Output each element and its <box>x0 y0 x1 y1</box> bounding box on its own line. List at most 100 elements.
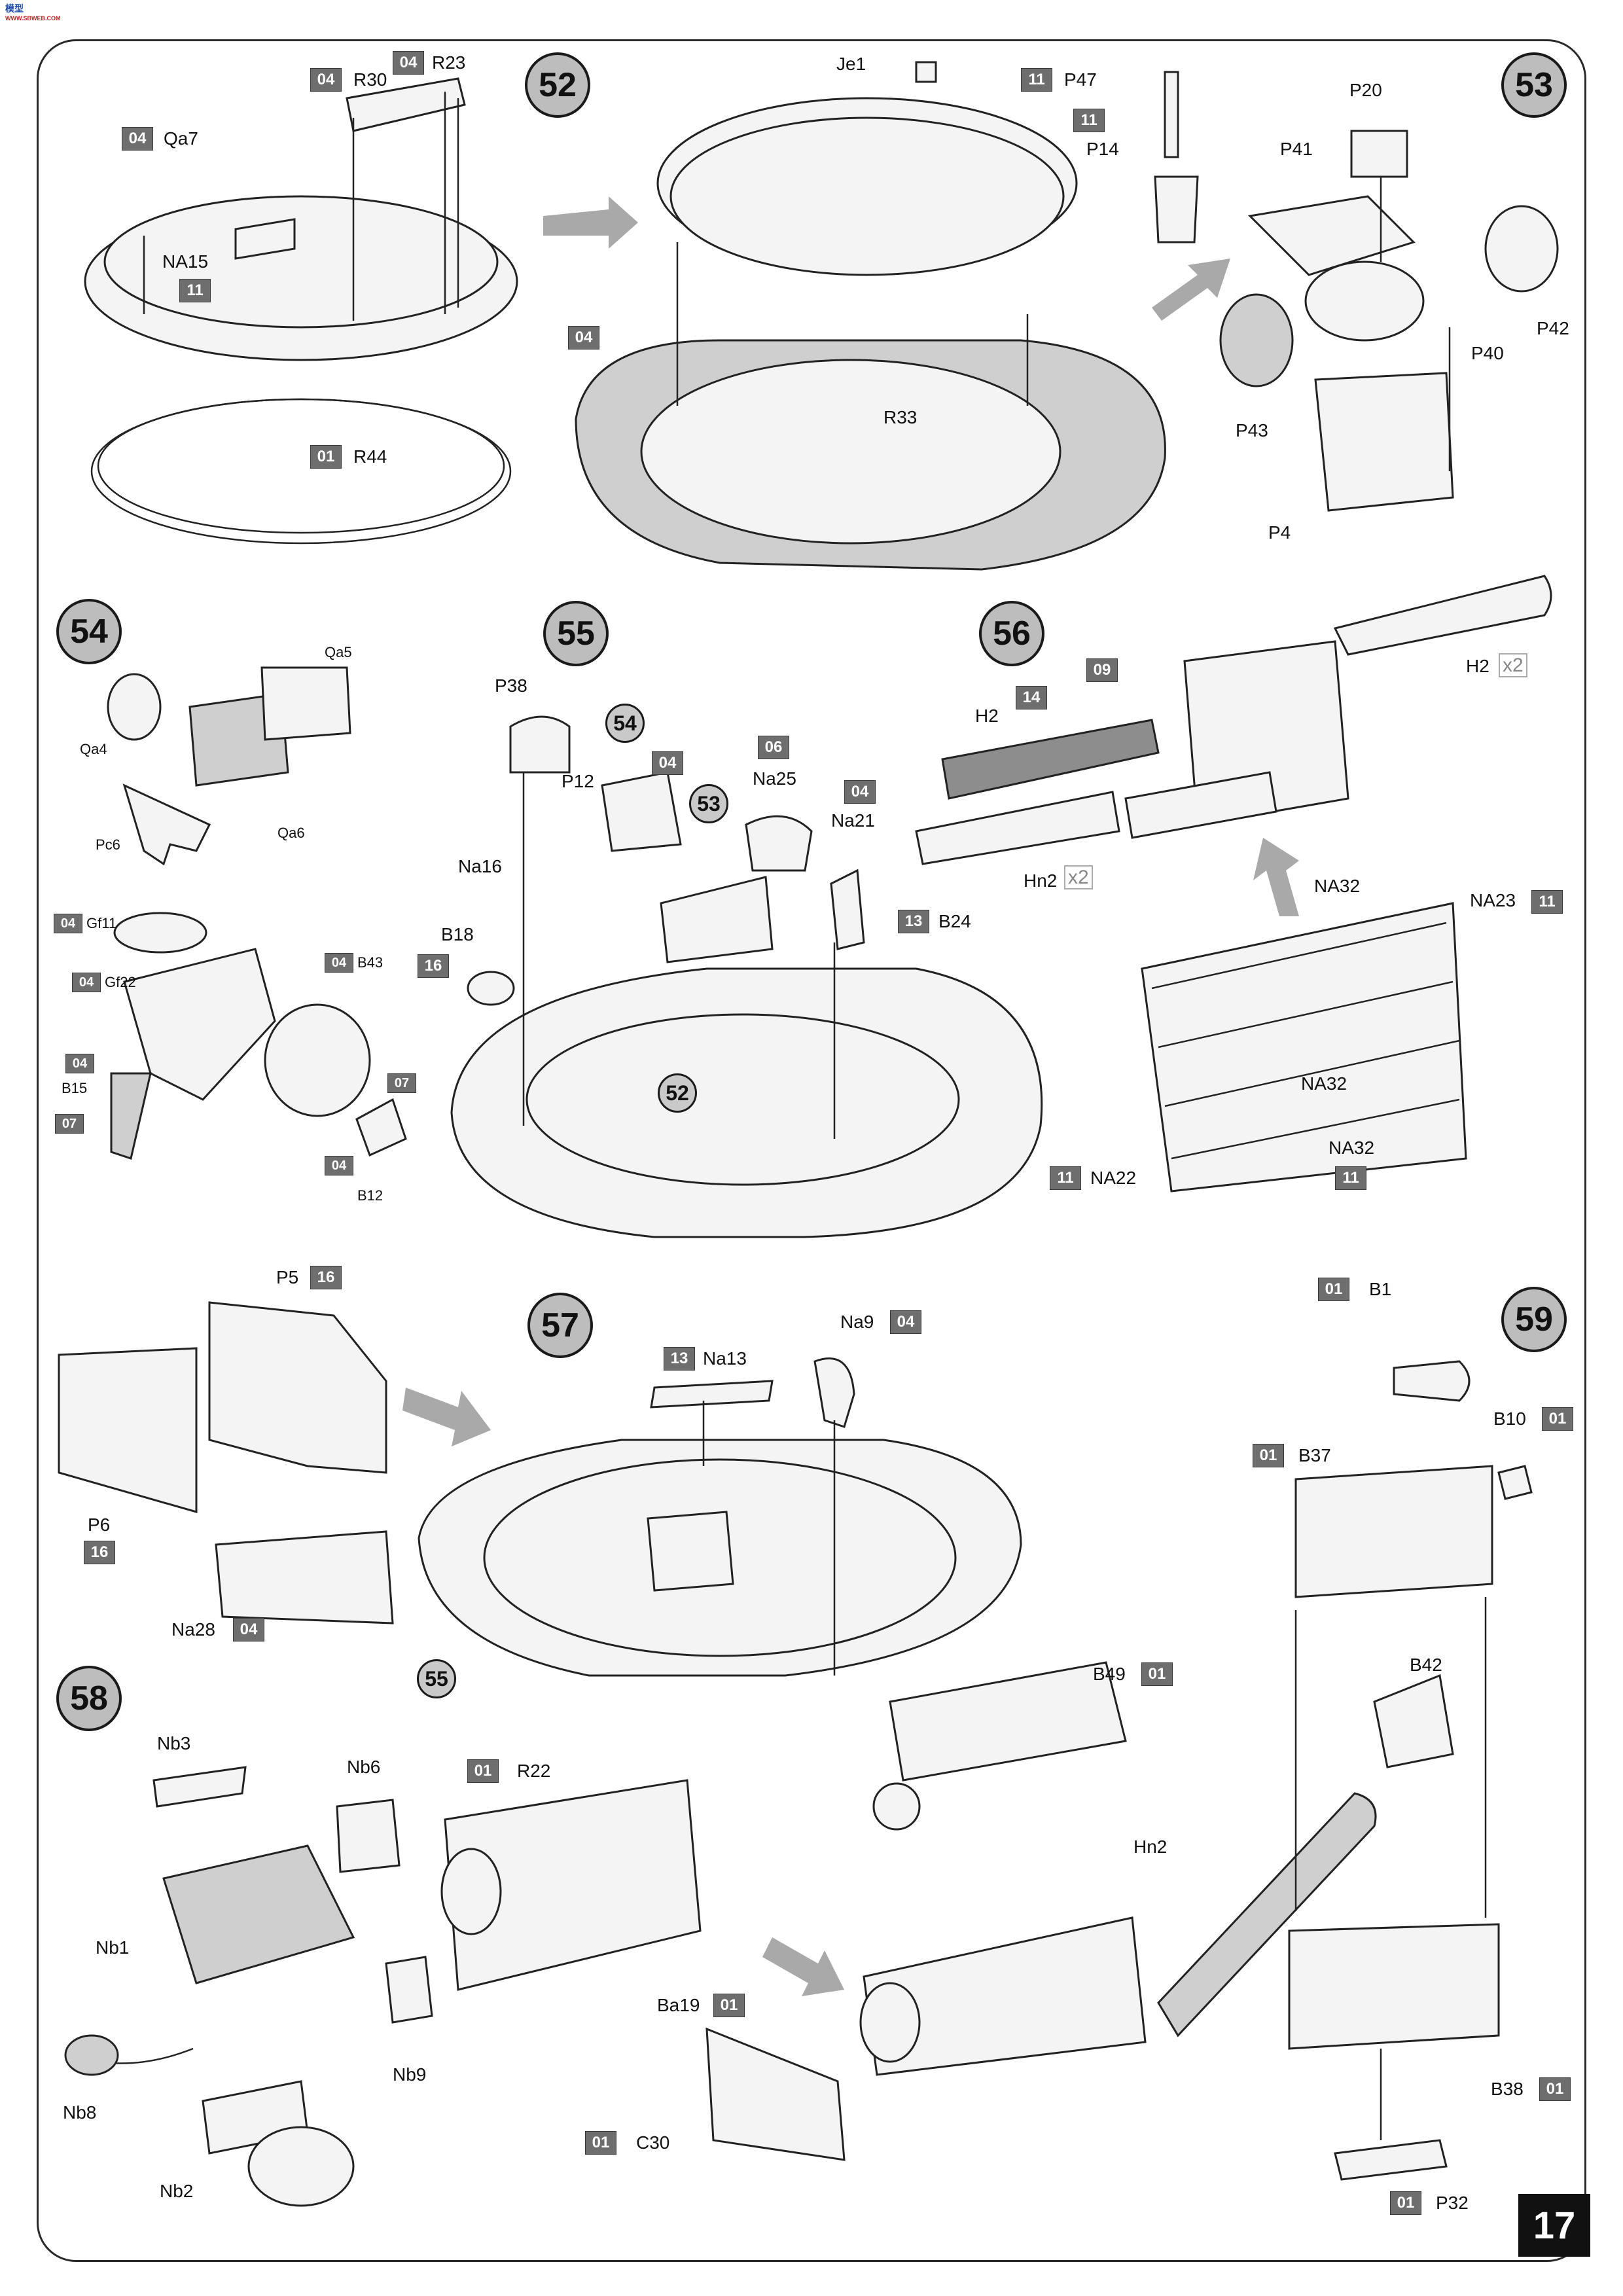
paint-chip-04: 04 <box>844 780 876 804</box>
paint-chip-13: 13 <box>664 1347 695 1371</box>
part-label-NA32: NA32 <box>1314 876 1361 896</box>
step53-sight-assembly <box>1219 130 1559 512</box>
paint-chip-07: 07 <box>55 1114 84 1134</box>
paint-chip-11: 11 <box>1021 68 1052 92</box>
part-label-P38: P38 <box>495 675 527 696</box>
part-label-C30: C30 <box>636 2132 670 2153</box>
part-label-B12: B12 <box>357 1187 383 1204</box>
paint-chip-01: 01 <box>713 1994 745 2017</box>
step58-ammo-bin <box>440 1779 846 2161</box>
paint-chip-04: 04 <box>233 1618 264 1641</box>
ref-badge-53: 53 <box>689 784 728 823</box>
paint-chip-04: 04 <box>890 1310 921 1334</box>
part-label-Na21: Na21 <box>831 810 875 831</box>
part-label-Nb8: Nb8 <box>63 2102 97 2123</box>
paint-chip-14: 14 <box>1016 686 1047 709</box>
part-label-Nb9: Nb9 <box>393 2064 427 2085</box>
part-label-NA23: NA23 <box>1470 890 1516 910</box>
paint-chip-04: 04 <box>72 973 101 992</box>
part-label-Nb3: Nb3 <box>157 1733 191 1753</box>
step55-turret-floor <box>450 715 1043 1238</box>
part-label-P5: P5 <box>276 1267 299 1287</box>
paint-chip-01: 01 <box>1542 1407 1573 1431</box>
part-label-Qa4: Qa4 <box>80 741 107 757</box>
paint-chip-07: 07 <box>387 1073 416 1093</box>
part-label-P42: P42 <box>1537 318 1569 338</box>
part-label-B38: B38 <box>1491 2079 1524 2099</box>
paint-chip-01: 01 <box>1390 2191 1421 2215</box>
step57-turret-floor <box>418 1357 1022 1677</box>
ref-badge-54: 54 <box>605 704 645 743</box>
part-label-NA32-mid: NA32 <box>1301 1073 1347 1094</box>
paint-chip-04: 04 <box>568 326 599 350</box>
step52-turret-floor <box>575 61 1166 571</box>
part-label-Na25: Na25 <box>753 768 796 789</box>
quantity-x2-mark: x2 <box>1064 865 1093 889</box>
part-label-Qa5: Qa5 <box>325 644 352 660</box>
part-label-NA32-low: NA32 <box>1329 1138 1375 1158</box>
step-badge-53: 53 <box>1501 52 1567 118</box>
paint-chip-01: 01 <box>1318 1278 1349 1301</box>
part-label-Qa6: Qa6 <box>277 825 305 841</box>
paint-chip-06: 06 <box>758 736 789 759</box>
paint-chip-16: 16 <box>84 1541 115 1564</box>
paint-chip-01: 01 <box>467 1759 499 1783</box>
paint-chip-01: 01 <box>310 445 342 469</box>
step52-ring-assembly <box>84 77 518 545</box>
page-number: 17 <box>1518 2194 1590 2257</box>
step56-ammo-rack <box>915 575 1552 1193</box>
part-label-Gf11: Gf11 <box>86 915 117 931</box>
paint-chip-04: 04 <box>65 1054 94 1073</box>
step-badge-58: 58 <box>56 1666 122 1731</box>
part-label-R33: R33 <box>883 407 918 427</box>
step59-ammo-box <box>859 1360 1533 2181</box>
paint-chip-04: 04 <box>325 953 353 973</box>
step57-flow-arrow <box>402 1388 491 1446</box>
part-label-Na16: Na16 <box>458 856 502 876</box>
part-label-B43: B43 <box>357 954 383 971</box>
step57-radio-box <box>58 1301 394 1624</box>
part-label-H2-rack: H2 <box>1466 656 1489 676</box>
part-label-R23: R23 <box>432 52 466 73</box>
part-label-P41: P41 <box>1280 139 1313 159</box>
part-label-Na13: Na13 <box>703 1348 747 1369</box>
site-logo: 模型 WWW.SBWEB.COM <box>5 4 61 24</box>
step-badge-57: 57 <box>527 1293 593 1358</box>
part-label-Na9: Na9 <box>840 1312 874 1332</box>
step-badge-56: 56 <box>979 601 1044 666</box>
step58-flow-arrow <box>762 1937 844 1996</box>
part-label-B49: B49 <box>1093 1664 1126 1684</box>
step58-parts <box>64 1766 433 2207</box>
paint-chip-09: 09 <box>1086 658 1118 682</box>
ref-badge-55: 55 <box>417 1659 456 1698</box>
part-label-Je1: Je1 <box>836 54 866 74</box>
part-label-Hn2-box: Hn2 <box>1133 1837 1168 1857</box>
part-label-NA22: NA22 <box>1090 1168 1137 1188</box>
paint-chip-04: 04 <box>54 914 82 933</box>
paint-chip-11: 11 <box>1050 1166 1081 1190</box>
part-label-B10: B10 <box>1493 1408 1526 1429</box>
part-label-B42: B42 <box>1410 1655 1442 1675</box>
part-label-Qa7: Qa7 <box>164 128 198 149</box>
step52-flow-arrow-2 <box>1152 259 1230 321</box>
part-label-P43: P43 <box>1236 420 1268 440</box>
part-label-P20: P20 <box>1349 80 1382 100</box>
paint-chip-11: 11 <box>1335 1166 1366 1190</box>
paint-chip-01: 01 <box>1141 1662 1173 1686</box>
part-label-Nb2: Nb2 <box>160 2181 194 2201</box>
paint-chip-16: 16 <box>418 954 449 978</box>
part-label-Nb1: Nb1 <box>96 1937 130 1958</box>
part-label-R30: R30 <box>353 69 387 90</box>
quantity-x2-mark: x2 <box>1499 653 1527 677</box>
part-label-P12: P12 <box>562 771 594 791</box>
step52-flow-arrow <box>543 196 638 249</box>
paint-chip-04: 04 <box>310 68 342 92</box>
paint-chip-04: 04 <box>325 1156 353 1175</box>
part-label-B15: B15 <box>62 1080 88 1096</box>
paint-chip-16: 16 <box>310 1266 342 1289</box>
paint-chip-01: 01 <box>585 2131 616 2155</box>
paint-chip-01: 01 <box>1539 2077 1571 2101</box>
part-label-Nb6: Nb6 <box>347 1757 381 1777</box>
paint-chip-04: 04 <box>652 751 683 775</box>
